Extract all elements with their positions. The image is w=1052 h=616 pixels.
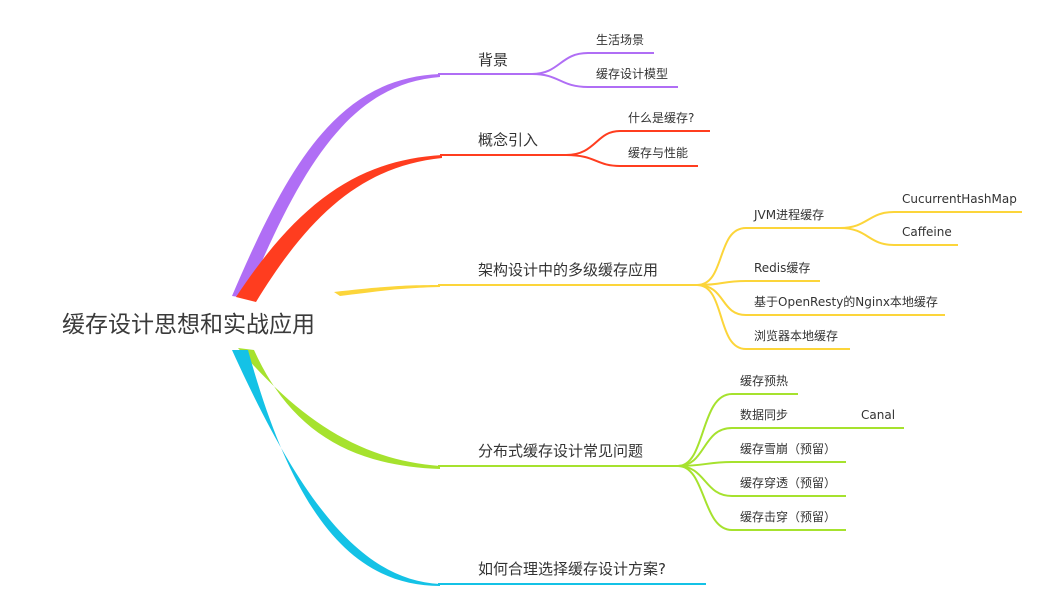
subtopic-caffeine[interactable]: Caffeine [902,225,952,239]
subtopic-canal[interactable]: Canal [861,408,895,422]
topic-distributed-cache-issues[interactable]: 分布式缓存设计常见问题 [478,442,643,460]
subtopic-browser-local-cache[interactable]: 浏览器本地缓存 [754,328,838,343]
subtopic-what-is-cache[interactable]: 什么是缓存? [628,111,694,125]
connectors-green [677,393,904,531]
connector-sub [531,73,589,88]
connector-sub [677,465,733,497]
subtopic-cache-penetration[interactable]: 缓存穿透（预留） [740,475,836,490]
connectors-yellow [696,211,1022,350]
subtopic-cache-breakdown[interactable]: 缓存击穿（预留） [740,509,836,524]
branch-connector-cyan [232,350,440,586]
connector-sub [677,393,733,467]
connectors-red [565,130,710,167]
topic-choose-cache-solution[interactable]: 如何合理选择缓存设计方案? [478,560,666,578]
subtopic-cache-avalanche[interactable]: 缓存雪崩（预留） [740,442,836,456]
subtopic-cache-and-performance[interactable]: 缓存与性能 [628,146,688,160]
subtopic-redis-cache[interactable]: Redis缓存 [754,261,810,275]
connector-sub [677,427,733,467]
connector-sub [531,52,589,75]
connector-sub [696,284,747,316]
root-topic[interactable]: 缓存设计思想和实战应用 [62,312,315,338]
subtopic-openresty-nginx-cache[interactable]: 基于OpenResty的Nginx本地缓存 [754,294,938,309]
subtopic-cache-design-model[interactable]: 缓存设计模型 [596,67,668,81]
connector-sub [839,211,895,229]
connector-sub [696,227,747,286]
connector-sub [677,465,733,531]
subtopic-jvm-process-cache[interactable]: JVM进程缓存 [753,207,824,222]
connector-sub [565,154,621,167]
branch-connector-red [236,155,442,302]
branch-connector-green [238,348,440,469]
connector-sub [696,284,747,350]
subtopic-life-scenario[interactable]: 生活场景 [596,33,644,47]
branch-connector-yellow [334,285,440,296]
topic-background[interactable]: 背景 [478,51,508,69]
subtopic-concurrent-hashmap[interactable]: CucurrentHashMap [902,192,1017,206]
subtopic-cache-warmup[interactable]: 缓存预热 [740,374,788,388]
subtopic-data-sync[interactable]: 数据同步 [740,407,788,422]
topic-multilevel-cache[interactable]: 架构设计中的多级缓存应用 [478,261,658,279]
connector-sub [565,130,621,156]
connectors-purple [531,52,678,88]
connector-sub [839,227,895,246]
topic-concept-intro[interactable]: 概念引入 [478,131,538,149]
